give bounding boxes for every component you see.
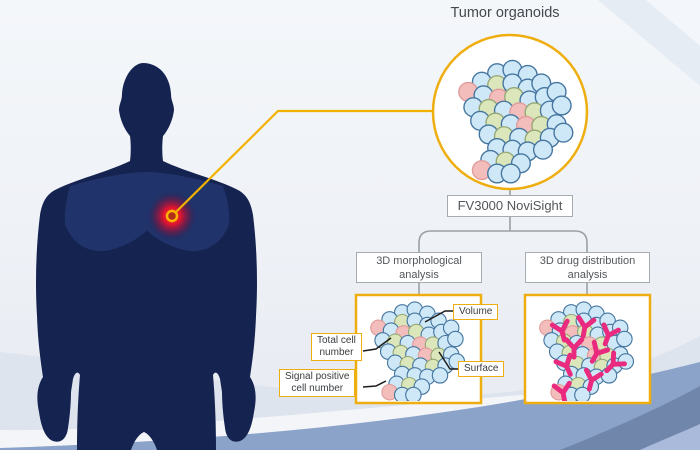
antibody-y-icon <box>549 318 570 343</box>
beam-line <box>174 109 433 214</box>
organoid-cell <box>551 95 572 116</box>
connector-tree <box>418 189 588 295</box>
body-silhouette <box>36 63 257 450</box>
organoid-cell <box>448 353 466 370</box>
organoid-cell <box>532 139 554 160</box>
corner-band-inner <box>646 0 700 46</box>
organoid-cell <box>431 367 449 384</box>
antibody-y-icon <box>583 367 604 392</box>
organoid-cell <box>447 330 464 348</box>
wave-medium-blue <box>0 362 700 450</box>
antibody-y-icon <box>576 315 597 339</box>
antibody-y-icon <box>563 337 585 360</box>
organoid-cell <box>405 386 422 401</box>
organoid-cell-cluster <box>458 59 574 184</box>
organoid-cell <box>500 163 521 184</box>
antibody-y-icon <box>589 339 611 364</box>
target-ring-icon <box>165 209 179 223</box>
organoid-cell <box>574 386 591 401</box>
organoid-cell <box>553 122 574 143</box>
antibody-y-icon <box>604 350 627 374</box>
organoid-cell <box>617 353 635 370</box>
wave-slate <box>560 386 700 450</box>
antibody-y-icon <box>553 352 573 377</box>
wave-corner-light <box>640 424 700 450</box>
antibody-y-icon <box>551 380 572 401</box>
antibody-icons <box>549 315 627 401</box>
organoid-cell <box>616 330 633 348</box>
callout-pointer-lines <box>362 310 460 388</box>
antibody-y-icon <box>601 322 621 347</box>
